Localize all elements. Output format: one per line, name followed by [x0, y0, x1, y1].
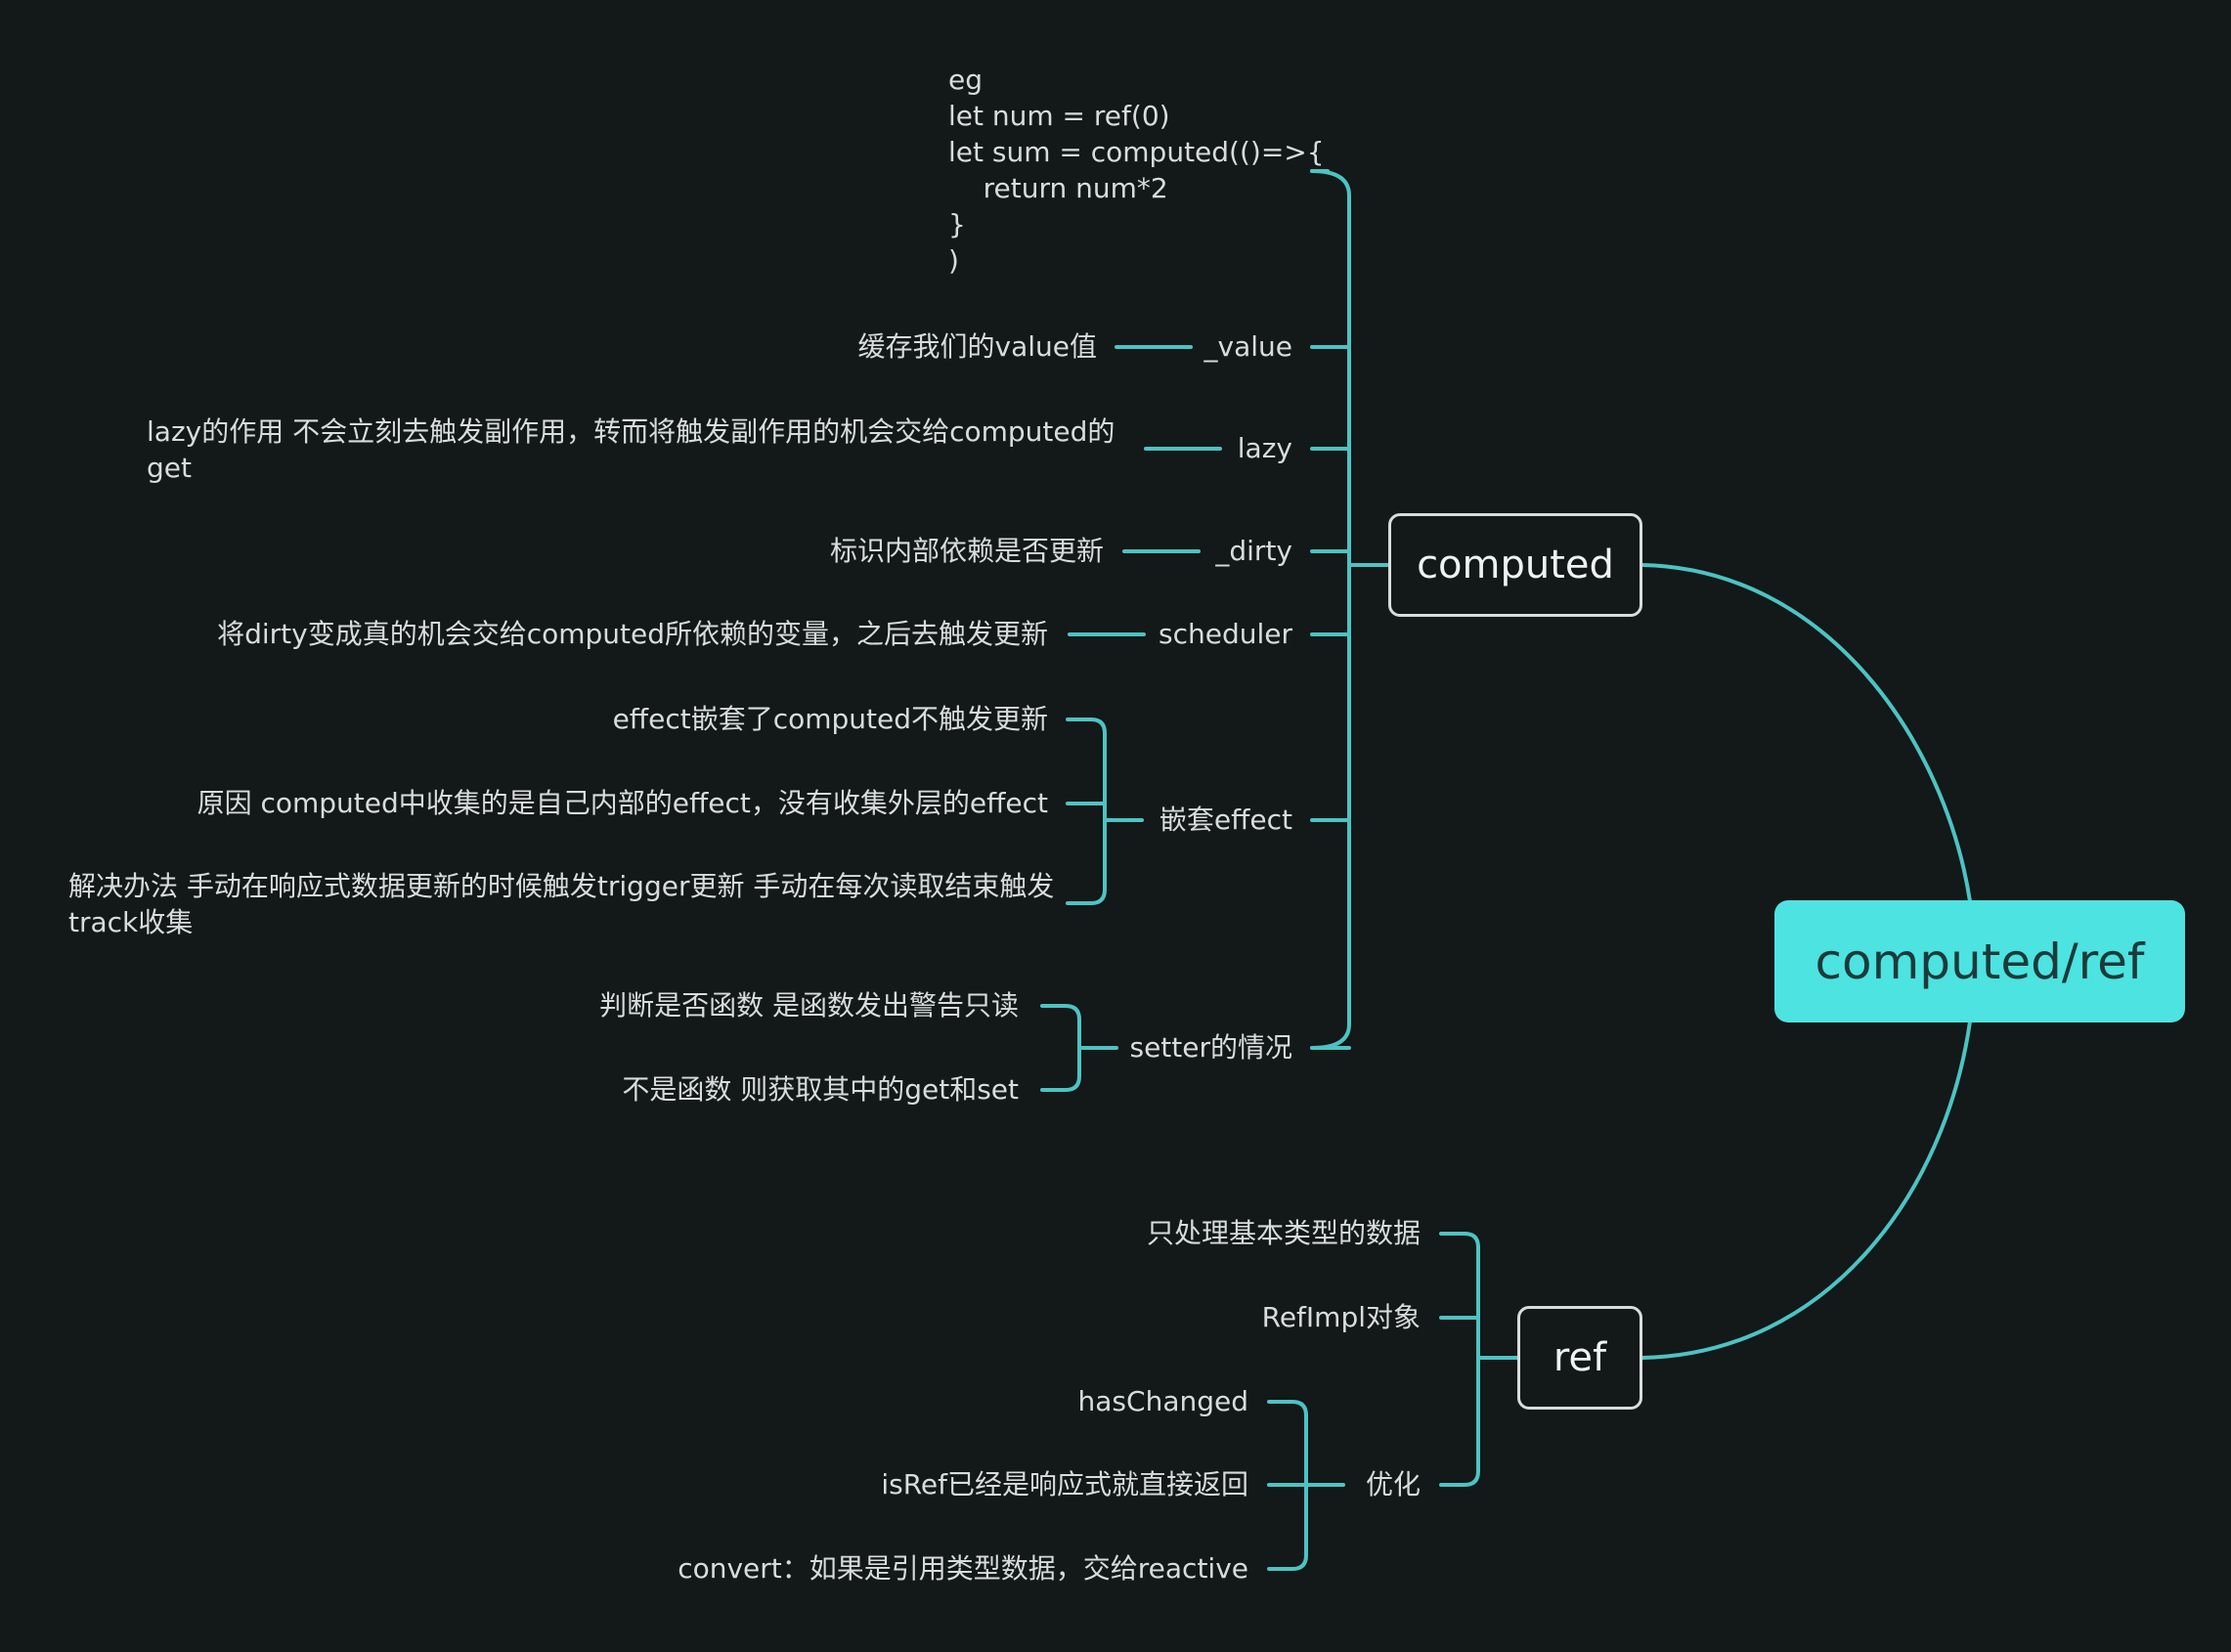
optimize-item: hasChanged — [1077, 1385, 1248, 1417]
link-root-computed — [1640, 563, 1972, 903]
dirty-note: 标识内部依赖是否更新 — [829, 535, 1104, 567]
scheduler-node-label[interactable]: scheduler — [1159, 618, 1292, 650]
ref-node[interactable]: ref — [1517, 1306, 1642, 1410]
value-node-label[interactable]: _value — [1203, 330, 1292, 363]
bracket-nested — [1066, 717, 1107, 905]
root-label: computed/ref — [1815, 933, 2145, 990]
scheduler-note: 将dirty变成真的机会交给computed所依赖的变量，之后去触发更新 — [217, 618, 1048, 650]
computed-node[interactable]: computed — [1388, 513, 1642, 617]
setter-item: 不是函数 则获取其中的get和set — [622, 1073, 1019, 1106]
bracket-computed — [1310, 169, 1351, 1050]
optimize-item: isRef已经是响应式就直接返回 — [881, 1468, 1248, 1500]
setter-label[interactable]: setter的情况 — [1129, 1031, 1292, 1064]
computed-label: computed — [1417, 543, 1614, 587]
root-node[interactable]: computed/ref — [1774, 900, 2185, 1022]
optimize-label[interactable]: 优化 — [1365, 1468, 1421, 1500]
bracket-ref — [1439, 1232, 1480, 1487]
dirty-node-label[interactable]: _dirty — [1215, 535, 1292, 567]
nested-effect-item: 原因 computed中收集的是自己内部的effect，没有收集外层的effec… — [197, 787, 1048, 819]
nested-effect-item: 解决办法 手动在响应式数据更新的时候触发trigger更新 手动在每次读取结束触… — [68, 870, 1055, 938]
link-root-ref — [1640, 1020, 1972, 1360]
value-note: 缓存我们的value值 — [857, 330, 1097, 363]
ref-label: ref — [1553, 1335, 1607, 1380]
example-code: eg let num = ref(0) let sum = computed((… — [948, 64, 1325, 277]
bracket-setter — [1040, 1004, 1081, 1092]
lazy-node-label[interactable]: lazy — [1237, 432, 1292, 464]
nested-effect-item: effect嵌套了computed不触发更新 — [612, 703, 1048, 735]
optimize-item: convert：如果是引用类型数据，交给reactive — [678, 1552, 1248, 1585]
ref-item: 只处理基本类型的数据 — [1146, 1217, 1421, 1249]
lazy-note: lazy的作用 不会立刻去触发副作用，转而将触发副作用的机会交给computed… — [147, 415, 1116, 484]
setter-item: 判断是否函数 是函数发出警告只读 — [599, 989, 1019, 1022]
ref-item: RefImpl对象 — [1261, 1301, 1421, 1333]
nested-effect-label[interactable]: 嵌套effect — [1159, 804, 1292, 836]
